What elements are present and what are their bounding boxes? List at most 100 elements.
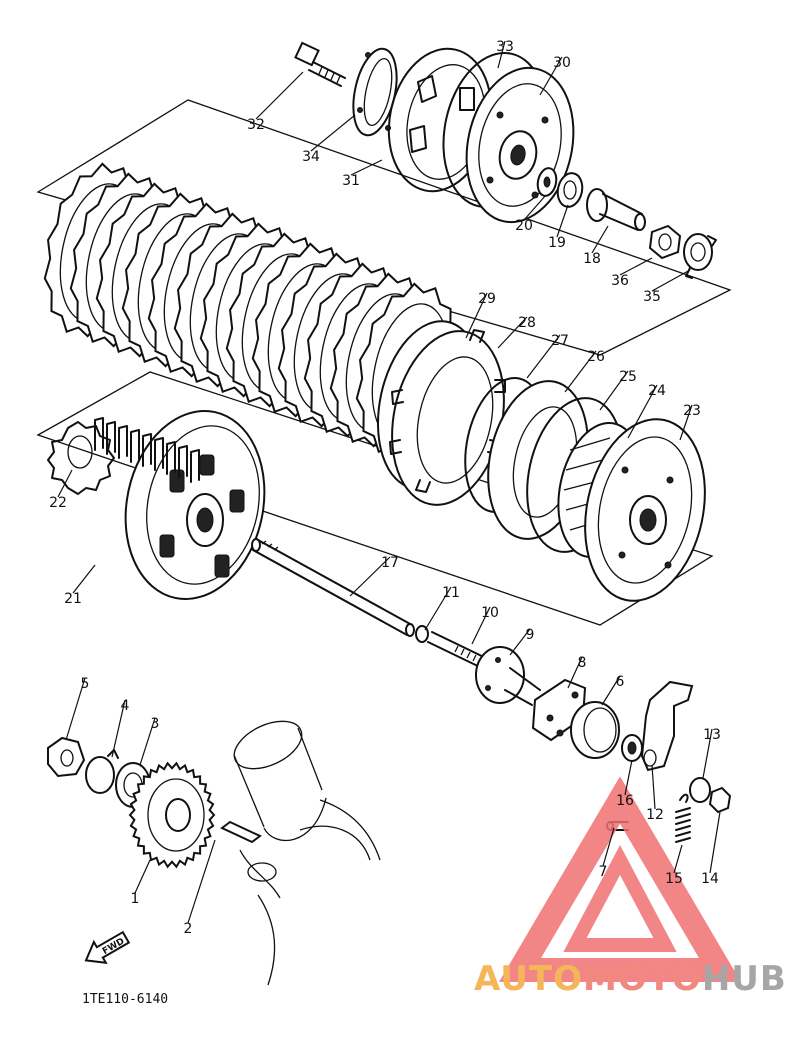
- callout-30: 30: [553, 55, 571, 71]
- callout-21: 21: [64, 591, 82, 607]
- callout-34: 34: [302, 149, 320, 165]
- callout-7: 7: [599, 864, 608, 880]
- leader-line-24: [627, 384, 658, 439]
- leader-line-18: [591, 225, 609, 254]
- leader-line-27: [526, 334, 561, 379]
- friction-plate-28: [389, 329, 506, 506]
- leader-line-14: [709, 811, 721, 874]
- callout-36: 36: [611, 273, 629, 289]
- callout-1: 1: [131, 891, 140, 907]
- nut-5: [47, 736, 86, 778]
- leader-line-31: [350, 159, 383, 176]
- callout-19: 19: [548, 235, 566, 251]
- callout-17: 17: [381, 555, 399, 571]
- lock-washer-4: [85, 749, 119, 794]
- leader-lines: [57, 40, 721, 924]
- washer-13: [689, 777, 711, 803]
- watermark-text: AUTOMOTOHUB: [474, 959, 787, 999]
- callout-13: 13: [703, 727, 721, 743]
- leader-line-3: [139, 717, 156, 766]
- leader-line-34: [310, 114, 356, 152]
- callout-8: 8: [578, 655, 587, 671]
- primary-drive-gear-1: [128, 761, 216, 869]
- callout-6: 6: [616, 674, 625, 690]
- leader-line-10: [471, 606, 491, 645]
- push-rod-10: [427, 631, 491, 671]
- seal-16: [621, 734, 643, 762]
- callout-26: 26: [587, 349, 605, 365]
- watermark-triangle: [499, 776, 741, 982]
- watermark-text-auto: AUTO: [474, 959, 583, 999]
- bearing-19: [556, 172, 584, 208]
- leader-line-9: [509, 628, 531, 656]
- callout-9: 9: [526, 627, 535, 643]
- leader-line-2: [187, 839, 216, 924]
- callout-11: 11: [442, 585, 460, 601]
- callout-25: 25: [619, 369, 637, 385]
- leader-line-13: [702, 728, 713, 779]
- callout-28: 28: [518, 315, 536, 331]
- fwd-arrow: FWD: [84, 930, 131, 965]
- nut-36: [648, 224, 682, 260]
- diagram-code: 1TE110-6140: [82, 992, 168, 1007]
- callout-14: 14: [701, 871, 719, 887]
- push-rod-17: [251, 538, 415, 637]
- leader-line-32: [255, 71, 304, 120]
- leader-line-16: [624, 759, 633, 796]
- callout-33: 33: [496, 39, 514, 55]
- callout-29: 29: [478, 291, 496, 307]
- key-2: [220, 820, 262, 844]
- callout-2: 2: [184, 921, 193, 937]
- leader-line-17: [349, 556, 391, 597]
- leader-line-4: [111, 699, 126, 758]
- callout-18: 18: [583, 251, 601, 267]
- leader-line-26: [564, 350, 597, 393]
- washer-20: [536, 167, 558, 197]
- callout-12: 12: [646, 807, 664, 823]
- leader-line-28: [497, 316, 528, 349]
- callout-23: 23: [683, 403, 701, 419]
- push-lever-9: [475, 646, 541, 706]
- clutch-boss-23: [584, 418, 706, 602]
- lower-group-frame: [36, 371, 714, 626]
- crankshaft-outline: [233, 720, 381, 986]
- leader-line-35: [651, 269, 691, 292]
- leader-line-15: [673, 844, 683, 874]
- leader-line-23: [679, 404, 693, 441]
- lock-washer-35: [683, 233, 717, 279]
- leader-line-11: [424, 586, 452, 631]
- circlip-22: [47, 421, 115, 495]
- lever-12: [640, 680, 694, 772]
- callout-32: 32: [247, 117, 265, 133]
- gasket-34: [352, 47, 398, 137]
- leader-line-1: [134, 859, 151, 894]
- watermark-text-moto: MOTO: [583, 959, 702, 999]
- callout-24: 24: [648, 383, 666, 399]
- leader-line-22: [57, 469, 73, 498]
- leader-line-30: [539, 56, 563, 96]
- callout-5: 5: [81, 676, 90, 692]
- watermark-text-hub: HUB: [702, 959, 787, 999]
- leader-line-29: [465, 292, 488, 339]
- spring-15: [675, 793, 691, 843]
- callout-22: 22: [49, 495, 67, 511]
- push-rod-18: [586, 188, 646, 231]
- leader-line-8: [567, 656, 583, 689]
- clutch-housing-21: [94, 410, 266, 600]
- callout-16: 16: [616, 793, 634, 809]
- callout-15: 15: [665, 871, 683, 887]
- callout-27: 27: [551, 333, 569, 349]
- callout-3: 3: [151, 716, 160, 732]
- leader-line-36: [619, 257, 653, 276]
- callout-31: 31: [342, 173, 360, 189]
- callout-10: 10: [481, 605, 499, 621]
- leader-line-12: [651, 764, 656, 810]
- bushing-6: [570, 701, 620, 759]
- callout-20: 20: [515, 218, 533, 234]
- leader-line-20: [523, 194, 547, 221]
- leader-line-25: [599, 370, 629, 411]
- leader-line-33: [497, 40, 506, 69]
